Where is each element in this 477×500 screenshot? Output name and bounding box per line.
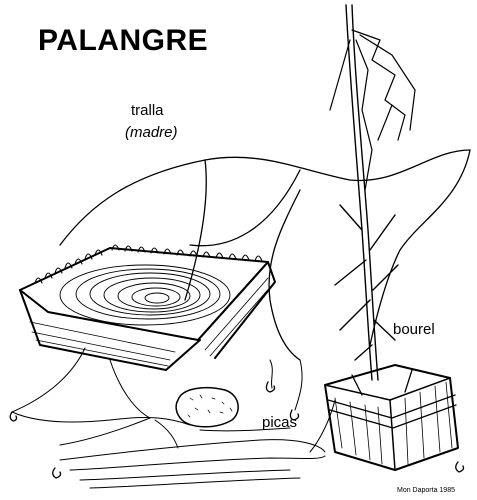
basket xyxy=(19,244,276,371)
bait-stone xyxy=(175,387,239,428)
float-flag xyxy=(329,29,416,191)
artist-credit: Mon Daporta 1985 xyxy=(397,487,455,494)
coiled-line xyxy=(59,264,231,326)
hook-icons xyxy=(9,381,465,479)
label-madre: (madre) xyxy=(125,124,178,141)
picas-lines xyxy=(11,347,336,489)
label-tralla: tralla xyxy=(131,102,164,119)
rim-hooks xyxy=(34,244,263,284)
label-bourel: bourel xyxy=(393,321,435,338)
bourel-float xyxy=(324,364,459,471)
tralla-main-line xyxy=(59,149,471,361)
float-lashing xyxy=(327,369,457,429)
diagram-title: PALANGRE xyxy=(38,24,209,57)
float-pole xyxy=(334,4,399,381)
label-picas: picas xyxy=(262,414,298,431)
